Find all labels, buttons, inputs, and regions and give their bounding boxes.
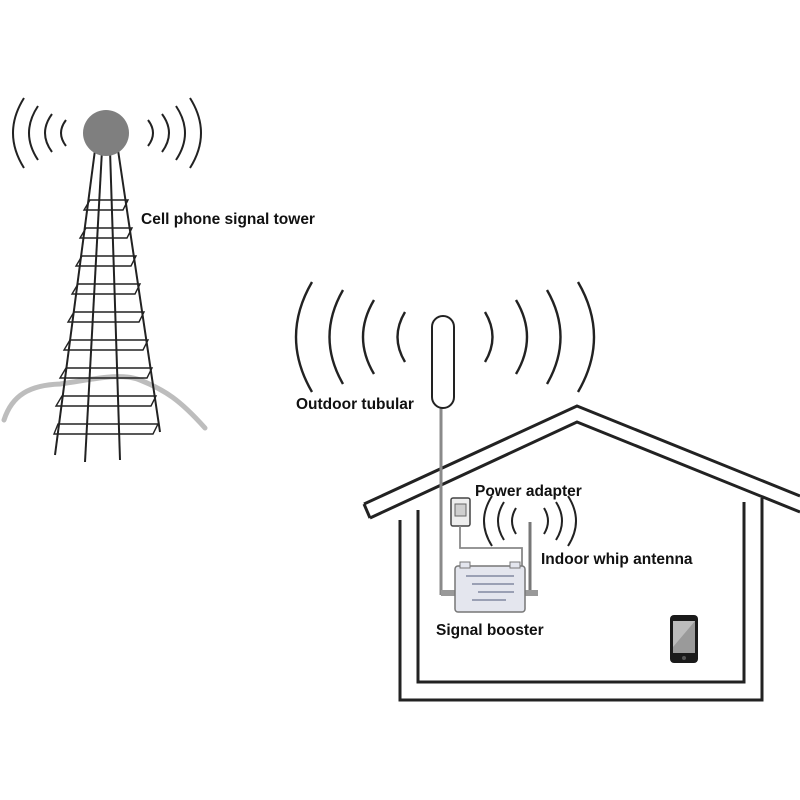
indoor-whip-antenna bbox=[483, 495, 577, 590]
label-indoor-antenna: Indoor whip antenna bbox=[541, 551, 693, 568]
indoor-antenna-waves bbox=[483, 495, 577, 547]
outdoor-antenna bbox=[431, 315, 455, 595]
power-adapter bbox=[450, 497, 523, 570]
outdoor-antenna-waves bbox=[294, 281, 596, 393]
label-power-adapter: Power adapter bbox=[475, 483, 582, 500]
tower-signal-waves-left bbox=[12, 97, 67, 169]
mobile-phone-icon bbox=[670, 615, 698, 663]
antenna-tube bbox=[431, 315, 455, 409]
ground-line bbox=[1, 374, 208, 431]
cell-tower bbox=[1, 97, 208, 463]
signal-booster-device bbox=[441, 561, 538, 613]
label-outdoor-antenna: Outdoor tubular bbox=[296, 396, 414, 413]
label-signal-booster: Signal booster bbox=[436, 622, 544, 639]
label-cell-tower: Cell phone signal tower bbox=[141, 211, 315, 228]
tower-dish bbox=[83, 110, 129, 156]
tower-signal-waves-right bbox=[147, 97, 202, 169]
house bbox=[362, 404, 800, 702]
